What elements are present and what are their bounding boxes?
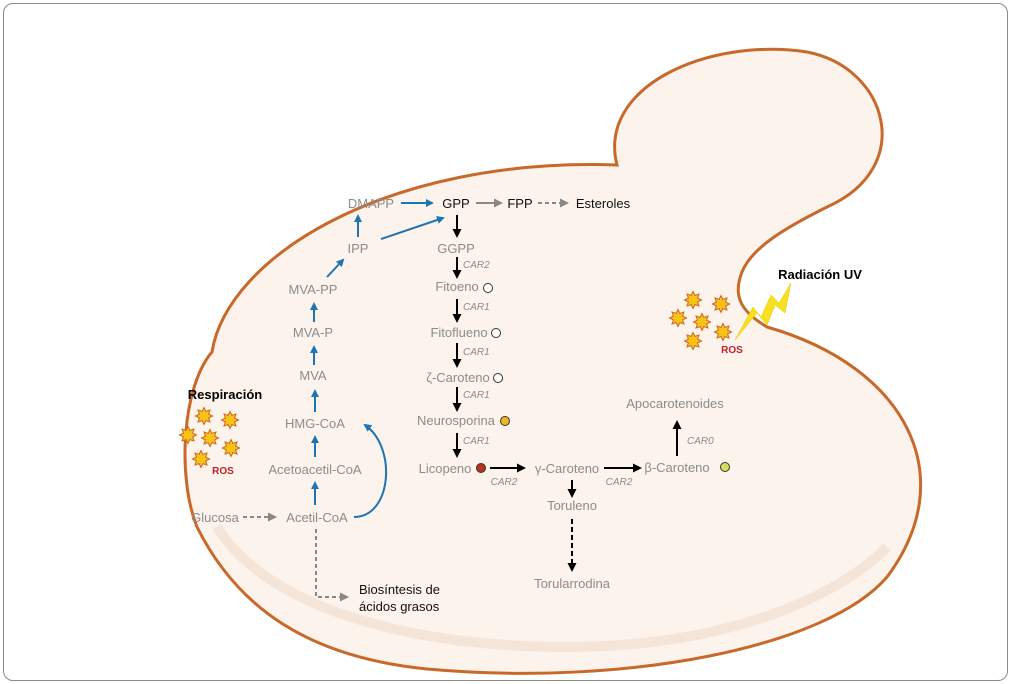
yeast-carotenoid-diagram: DMAPP IPP MVA-PP MVA-P MVA HMG-CoA Aceto… xyxy=(178,47,923,675)
label-mva: MVA xyxy=(299,368,327,383)
label-hmg-coa: HMG-CoA xyxy=(285,416,345,431)
label-radiacion-uv: Radiación UV xyxy=(778,267,862,282)
figure-frame: DMAPP IPP MVA-PP MVA-P MVA HMG-CoA Aceto… xyxy=(3,3,1008,681)
ros-stars xyxy=(178,290,733,469)
label-fatty-acids-line1: Biosíntesis de xyxy=(359,582,440,597)
label-apocarotenoides: Apocarotenoides xyxy=(626,396,724,411)
label-dmapp: DMAPP xyxy=(348,196,394,211)
enzyme-car1-licopeno: CAR1 xyxy=(463,436,490,447)
ros-star-icon xyxy=(220,410,240,430)
label-mva-pp: MVA-PP xyxy=(289,282,338,297)
yeast-cell-membrane xyxy=(183,47,923,675)
label-beta-caroteno: β-Caroteno xyxy=(644,460,709,475)
color-dot-neurosporina xyxy=(500,416,510,426)
label-zeta-caroteno: ζ-Caroteno xyxy=(426,370,490,385)
cell-inner-shadow xyxy=(212,524,891,653)
label-neurosporina: Neurosporina xyxy=(417,413,496,428)
ros-star-icon xyxy=(200,428,220,448)
label-esteroles: Esteroles xyxy=(576,196,631,211)
mva-arrows xyxy=(310,199,445,518)
label-ipp: IPP xyxy=(348,241,369,256)
label-ros-left: ROS xyxy=(212,466,234,477)
color-dot-fitoflueno xyxy=(491,328,501,338)
enzyme-car1-zeta: CAR1 xyxy=(463,347,490,358)
ros-star-icon xyxy=(178,425,198,445)
label-gamma-caroteno: γ-Caroteno xyxy=(535,461,599,476)
label-respiracion: Respiración xyxy=(188,387,262,402)
color-dot-zeta-caroteno xyxy=(493,373,503,383)
enzyme-car1-fitoflueno: CAR1 xyxy=(463,302,490,313)
uv-lightning-icon xyxy=(734,282,792,341)
color-dot-licopeno xyxy=(476,463,486,473)
label-torularrodina: Torularrodina xyxy=(534,576,611,591)
color-dot-fitoeno xyxy=(483,283,493,293)
label-licopeno: Licopeno xyxy=(419,461,472,476)
label-fpp: FPP xyxy=(507,196,532,211)
ros-star-icon xyxy=(194,406,214,426)
label-toruleno: Toruleno xyxy=(547,498,597,513)
ros-star-icon xyxy=(668,308,688,328)
label-mva-p: MVA-P xyxy=(293,325,333,340)
enzyme-car2-fitoeno: CAR2 xyxy=(463,260,490,271)
carotenoid-arrows xyxy=(452,215,682,572)
ros-star-icon xyxy=(692,312,712,332)
ros-star-icon xyxy=(683,331,703,351)
label-ggpp: GGPP xyxy=(437,241,475,256)
ros-star-icon xyxy=(713,322,733,342)
enzyme-car0: CAR0 xyxy=(687,436,714,447)
ros-star-icon xyxy=(191,449,211,469)
enzyme-car1-neurosporina: CAR1 xyxy=(463,390,490,401)
gray-arrows xyxy=(243,198,569,602)
ros-star-icon xyxy=(711,294,731,314)
enzyme-car2-gamma: CAR2 xyxy=(491,477,518,488)
ros-star-icon xyxy=(683,290,703,310)
label-gpp: GPP xyxy=(442,196,469,211)
ros-star-icon xyxy=(221,438,241,458)
label-ros-right: ROS xyxy=(721,345,743,356)
label-fitoflueno: Fitoflueno xyxy=(430,325,487,340)
enzyme-car2-beta: CAR2 xyxy=(606,477,633,488)
label-acetil-coa: Acetil-CoA xyxy=(286,510,348,525)
label-fitoeno: Fitoeno xyxy=(435,279,478,294)
label-acetoacetil-coa: Acetoacetil-CoA xyxy=(268,462,362,477)
label-fatty-acids-line2: ácidos grasos xyxy=(359,599,440,614)
label-glucosa: Glucosa xyxy=(191,510,239,525)
color-dot-beta-caroteno xyxy=(720,462,730,472)
